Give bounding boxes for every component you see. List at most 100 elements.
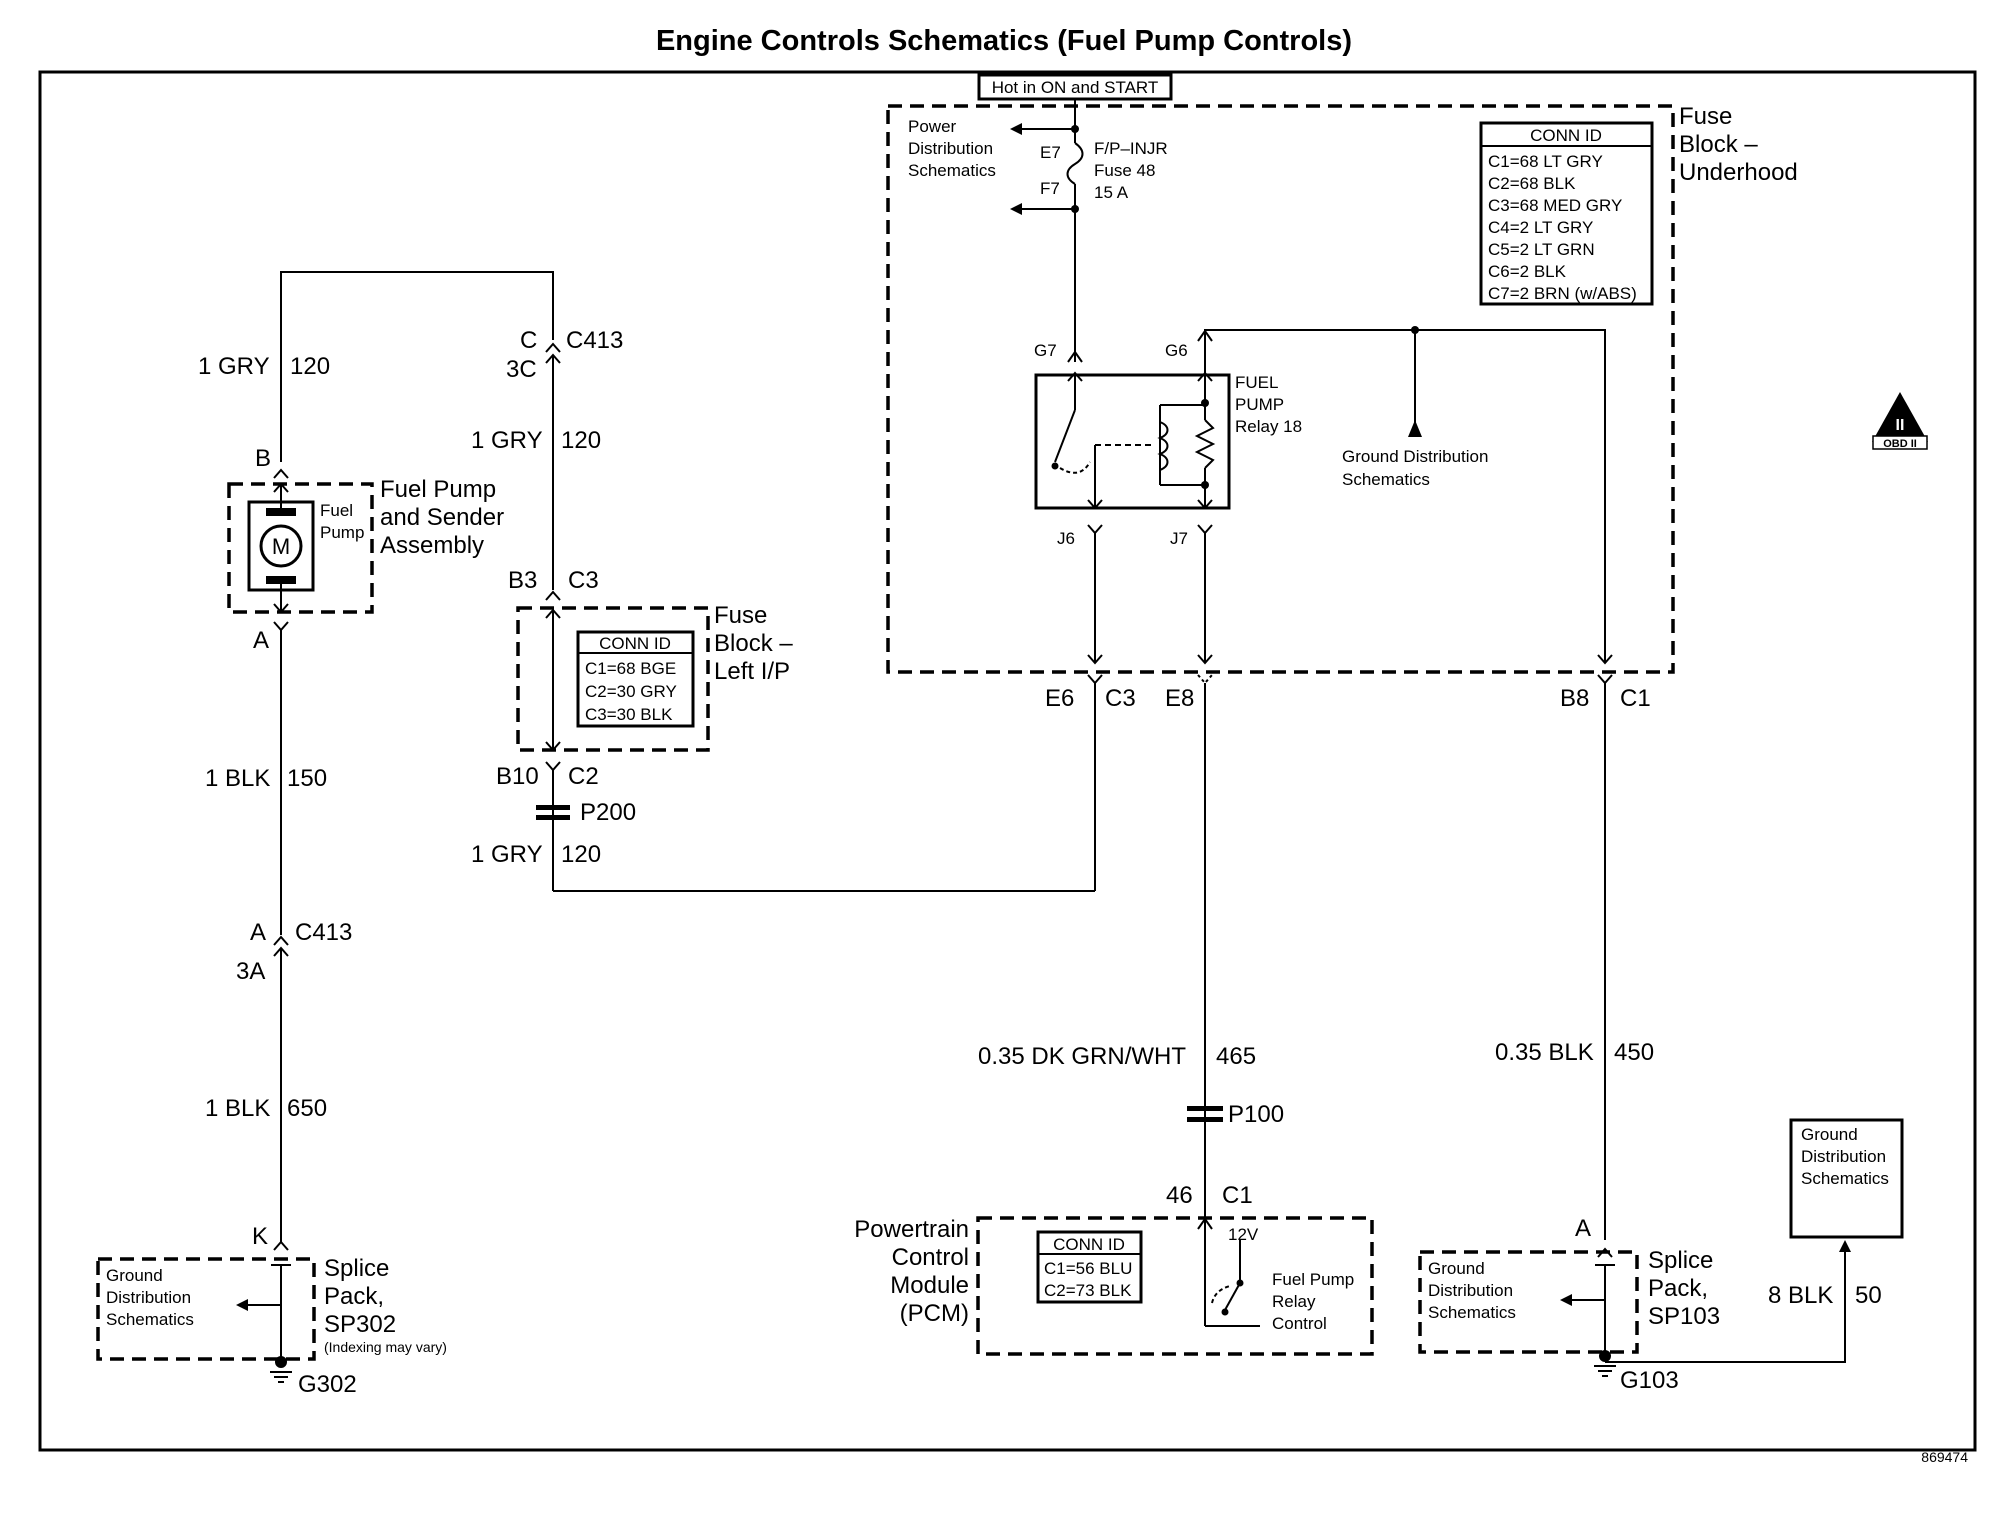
obd-ii-icon <box>1872 392 1928 442</box>
pcm-conn-c1: C1 <box>1222 1182 1253 1209</box>
resistor-icon <box>1194 419 1216 469</box>
e6-pin-label: E6 <box>1045 685 1074 712</box>
gry-mid-circuit: 120 <box>561 427 601 454</box>
relay-pin-g7: G7 <box>1034 341 1057 360</box>
gry-low-circuit: 120 <box>561 841 601 868</box>
sp302-ground-2: Distribution <box>106 1288 191 1307</box>
fuse-pin-e7: E7 <box>1040 143 1061 162</box>
underhood-conn-c2: C2=68 BLK <box>1488 174 1576 193</box>
pcm-conn-id-table <box>1036 1230 1143 1304</box>
lip-conn-id-table <box>576 630 695 728</box>
fuse-block-lip-label-2: Block – <box>714 630 793 657</box>
underhood-conn-c3: C3=68 MED GRY <box>1488 196 1622 215</box>
fuse-block-left-ip: B3 C3 Fuse Block – Left I/P CONN ID C1=6… <box>471 567 793 891</box>
b8-conn-label: C1 <box>1620 685 1651 712</box>
dkgrn-wire-circuit: 465 <box>1216 1043 1256 1070</box>
pcm-pin-46: 46 <box>1166 1182 1193 1209</box>
fuel-pump-pin-b: B <box>255 445 271 472</box>
fuel-pump-relay: G7 G6 FUEL PUMP Relay 18 J6 J7 <box>1034 329 1302 548</box>
outer-border <box>38 70 1977 1452</box>
p200-label: P200 <box>580 799 636 826</box>
ground-dist-upper-2: Schematics <box>1342 470 1430 489</box>
underhood-conn-c1: C1=68 LT GRY <box>1488 152 1603 171</box>
pcm-outline <box>976 1216 1374 1356</box>
underhood-conn-c4: C4=2 LT GRY <box>1488 218 1593 237</box>
underhood-conn-c7: C7=2 BRN (w/ABS) <box>1488 284 1637 303</box>
dkgrn-wire-color: 0.35 DK GRN/WHT <box>978 1043 1186 1070</box>
pcm-control-2: Relay <box>1272 1292 1316 1311</box>
b10-conn-label: C2 <box>568 763 599 790</box>
blk50-wire-color: 8 BLK <box>1768 1282 1833 1309</box>
ground-arrow-icon <box>1560 1294 1572 1306</box>
pcm-label-4: (PCM) <box>900 1300 969 1327</box>
relay-pin-g6: G6 <box>1165 341 1188 360</box>
ground-dist-box-outline <box>1789 1118 1904 1239</box>
underhood-conn-c6: C6=2 BLK <box>1488 262 1567 281</box>
arrow-left-icon <box>1010 203 1022 215</box>
sp302-label-1: Splice <box>324 1255 389 1282</box>
blk150-color: 1 BLK <box>205 765 270 792</box>
b8-circuit: B8 C1 0.35 BLK 450 A <box>1495 654 1654 1242</box>
sp302-ground-1: Ground <box>106 1266 163 1285</box>
fuel-pump-label-1: Fuel Pump <box>380 476 496 503</box>
fuse-block-underhood-label-1: Fuse <box>1679 103 1732 130</box>
hot-in-on-start-label: Hot in ON and START <box>992 78 1159 97</box>
lip-conn-c2: C2=30 GRY <box>585 682 677 701</box>
gry-low-color: 1 GRY <box>471 841 543 868</box>
fuel-pump-outline <box>227 482 374 614</box>
fuel-pump-inner-1: Fuel <box>320 501 353 520</box>
fuse-pin-f7: F7 <box>1040 179 1060 198</box>
sp302-label-2: Pack, <box>324 1283 384 1310</box>
sp302-outline <box>96 1257 316 1361</box>
e8-circuit: E8 0.35 DK GRN/WHT 465 P100 46 C1 <box>978 533 1284 1218</box>
splice-pack-sp103: Ground Distribution Schematics Splice Pa… <box>1418 1240 1882 1394</box>
sp302-ground-3: Schematics <box>106 1310 194 1329</box>
fuel-pump-label-2: and Sender <box>380 504 504 531</box>
g302-label: G302 <box>298 1371 357 1398</box>
fuse-block-underhood-outline <box>886 104 1675 674</box>
c413-low-pin: A <box>250 919 266 946</box>
blk450-wire-circuit: 450 <box>1614 1039 1654 1066</box>
fuse-name: F/P–INJR <box>1094 139 1168 158</box>
c413-low-name: C413 <box>295 919 352 946</box>
sp103-pin-a: A <box>1575 1215 1591 1242</box>
c413-top-connector: C C413 3C <box>506 327 623 590</box>
ground-dist-box-3: Schematics <box>1801 1169 1889 1188</box>
gry-mid-color: 1 GRY <box>471 427 543 454</box>
c413-low-pin2: 3A <box>236 958 265 985</box>
relay-label-3: Relay 18 <box>1235 417 1302 436</box>
ground-arrow-icon <box>236 1299 248 1311</box>
sp103-label-1: Splice <box>1648 1247 1713 1274</box>
ground-dist-box-2: Distribution <box>1801 1147 1886 1166</box>
pcm-label-1: Powertrain <box>854 1216 969 1243</box>
g6-ground-bus: Ground Distribution Schematics <box>1204 326 1606 662</box>
sp302-label-3: SP302 <box>324 1311 396 1338</box>
blk50-wire-circuit: 50 <box>1855 1282 1882 1309</box>
e8-pin-label: E8 <box>1165 685 1194 712</box>
relay-pin-j6: J6 <box>1057 529 1075 548</box>
figure-id: 869474 <box>1921 1449 1968 1465</box>
pcm-label-2: Control <box>892 1244 969 1271</box>
fuse-block-lip-outline <box>516 606 710 752</box>
sp302-note: (Indexing may vary) <box>324 1339 447 1355</box>
e6-circuit: E6 C3 <box>553 533 1136 892</box>
power-dist-label-3: Schematics <box>908 161 996 180</box>
relay-coil-icon <box>1157 421 1169 471</box>
sp302-pin-k: K <box>252 1223 268 1250</box>
pcm-conn-c1: C1=56 BLU <box>1044 1259 1132 1278</box>
c413-top-name: C413 <box>566 327 623 354</box>
pcm-driver-switch-icon <box>1224 1282 1241 1311</box>
relay-box <box>1034 373 1231 510</box>
fuse-block-underhood-label-2: Block – <box>1679 131 1758 158</box>
ground-dist-upper-1: Ground Distribution <box>1342 447 1488 466</box>
sp103-ground-1: Ground <box>1428 1259 1485 1278</box>
gry-120-top-wire <box>280 271 554 462</box>
page-title: Engine Controls Schematics (Fuel Pump Co… <box>656 25 1352 57</box>
underhood-conn-id-table <box>1479 121 1654 306</box>
relay-label-1: FUEL <box>1235 373 1278 392</box>
e6-conn-label: C3 <box>1105 685 1136 712</box>
fuel-pump-assembly: B M Fuel Pump Fuel Pump and Sender Assem… <box>227 445 504 654</box>
blk650-color: 1 BLK <box>205 1095 270 1122</box>
pcm-conn-id-title: CONN ID <box>1053 1235 1125 1254</box>
ground-arrow-icon <box>1408 420 1422 437</box>
